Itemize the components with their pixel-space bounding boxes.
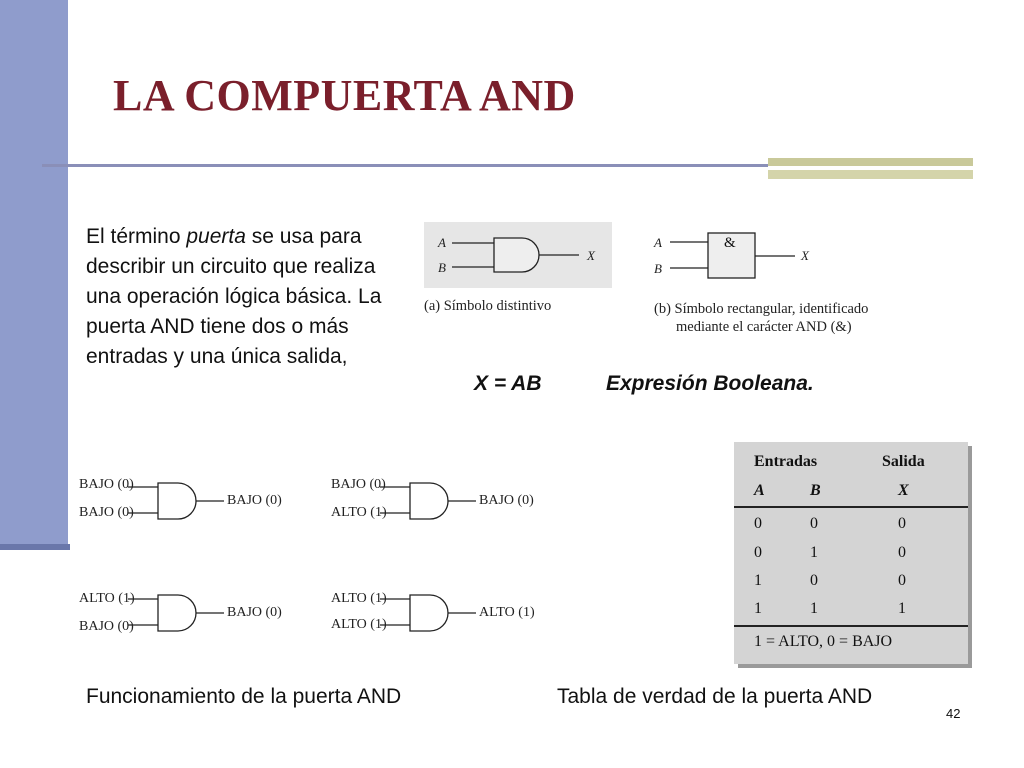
tt-column-header-x: X (898, 482, 909, 499)
intro-text-before: El término (86, 225, 187, 248)
gate4-input2-label: ALTO (1) (331, 617, 387, 632)
intro-paragraph: El término puerta se usa para describir … (86, 222, 391, 372)
tt-cell: 1 (754, 600, 762, 617)
tt-cell: 0 (754, 544, 762, 561)
gate1-input2-label: BAJO (0) (79, 505, 134, 520)
gate3-output-label: BAJO (0) (227, 605, 282, 620)
boolean-expression-label: Expresión Booleana. (606, 372, 814, 395)
left-accent-bar (0, 0, 68, 548)
tt-footnote: 1 = ALTO, 0 = BAJO (754, 633, 893, 650)
tt-cell: 0 (898, 544, 906, 561)
tt-cell: 1 (898, 600, 906, 617)
tt-cell: 1 (810, 600, 818, 617)
rectangular-input-a: A (654, 235, 662, 250)
operation-caption: Funcionamiento de la puerta AND (86, 685, 402, 708)
intro-text-after: se usa para describir un circuito que re… (86, 225, 382, 368)
gate4-input1-label: ALTO (1) (331, 591, 387, 606)
title-accent-stripe-top (768, 158, 973, 166)
operation-gate-4 (380, 594, 476, 632)
operation-gate-1 (128, 482, 224, 520)
tt-header-rule (734, 506, 968, 508)
tt-cell: 0 (810, 515, 818, 532)
distinctive-input-b: B (438, 260, 446, 275)
gate1-output-label: BAJO (0) (227, 493, 282, 508)
rectangular-symbol-caption-line1: (b) Símbolo rectangular, identificado (654, 301, 869, 317)
gate3-input2-label: BAJO (0) (79, 619, 134, 634)
left-accent-bar-shadow (0, 544, 70, 550)
intro-text-emphasis: puerta (186, 225, 246, 248)
distinctive-input-a: A (438, 235, 446, 250)
tt-column-header-a: A (754, 482, 765, 499)
title-accent-stripe-bottom (768, 170, 973, 179)
gate3-input1-label: ALTO (1) (79, 591, 135, 606)
rectangular-gate-label: & (724, 235, 736, 251)
tt-group-header-output: Salida (882, 453, 925, 470)
tt-cell: 1 (754, 572, 762, 589)
title-divider (42, 164, 768, 167)
boolean-equation: X = AB (474, 372, 542, 395)
operation-gate-3 (128, 594, 224, 632)
slide-title: LA COMPUERTA AND (113, 71, 576, 120)
tt-cell: 0 (810, 572, 818, 589)
rectangular-output-x: X (801, 248, 809, 263)
tt-cell: 0 (898, 515, 906, 532)
gate1-input1-label: BAJO (0) (79, 477, 134, 492)
tt-column-header-b: B (810, 482, 821, 499)
page-number: 42 (946, 706, 961, 721)
gate2-output-label: BAJO (0) (479, 493, 534, 508)
rectangular-and-gate-icon (670, 232, 795, 279)
gate2-input2-label: ALTO (1) (331, 505, 387, 520)
tt-cell: 1 (810, 544, 818, 561)
tt-footer-rule (734, 625, 968, 627)
tt-cell: 0 (898, 572, 906, 589)
gate2-input1-label: BAJO (0) (331, 477, 386, 492)
distinctive-output-x: X (587, 248, 595, 263)
distinctive-and-gate-icon (452, 237, 579, 273)
truth-table: Entradas Salida A B X 0 0 0 0 1 0 1 0 0 … (734, 442, 968, 664)
truth-table-caption: Tabla de verdad de la puerta AND (557, 685, 873, 708)
rectangular-symbol-caption-line2: mediante el carácter AND (&) (676, 319, 852, 335)
operation-gate-2 (380, 482, 476, 520)
rectangular-input-b: B (654, 261, 662, 276)
gate4-output-label: ALTO (1) (479, 605, 535, 620)
distinctive-symbol-caption: (a) Símbolo distintivo (424, 298, 552, 314)
tt-group-header-inputs: Entradas (754, 453, 818, 470)
tt-cell: 0 (754, 515, 762, 532)
